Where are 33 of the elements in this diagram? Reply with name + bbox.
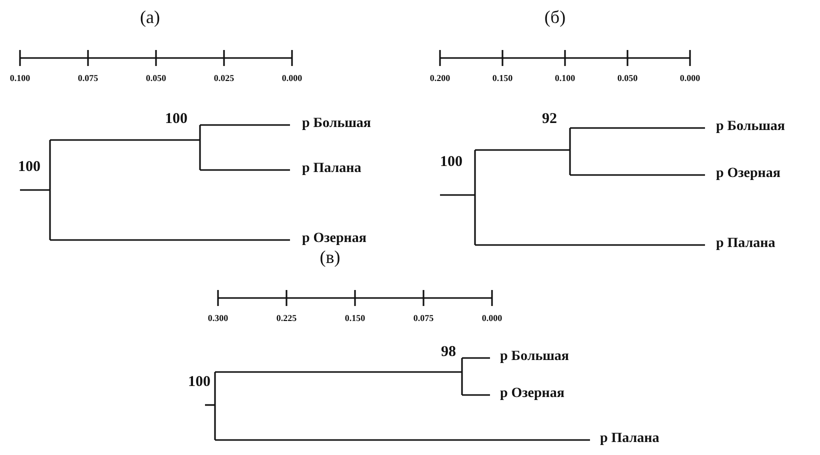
bootstrap-value: 98 — [441, 345, 456, 360]
bootstrap-value: 92 — [542, 112, 557, 127]
panel-label: (б) — [544, 8, 566, 26]
leaf-label: р Палана — [716, 237, 776, 251]
scale-tick-label: 0.100 — [10, 74, 30, 83]
leaf-label: р Озерная — [716, 167, 780, 181]
leaf-label: р Большая — [302, 117, 372, 131]
bootstrap-value: 100 — [188, 375, 210, 390]
panel-label: (в) — [320, 248, 340, 266]
scale-tick-label: 0.025 — [214, 74, 234, 83]
scale-tick-label: 0.075 — [78, 74, 98, 83]
scale-tick-label: 0.000 — [680, 74, 700, 83]
scale-tick-label: 0.000 — [282, 74, 302, 83]
scale-tick-label: 0.150 — [492, 74, 513, 83]
scale-tick-label: 0.150 — [344, 314, 366, 323]
scale-tick-label: 0.100 — [554, 74, 576, 83]
leaf-label: р Палана — [600, 432, 660, 446]
bootstrap-value: 100 — [440, 155, 462, 170]
panel-label: (а) — [140, 8, 160, 26]
leaf-label: р Большая — [500, 350, 570, 364]
scale-tick-label: 0.300 — [208, 314, 228, 323]
bootstrap-value: 100 — [165, 112, 188, 127]
scale-tick-label: 0.050 — [146, 74, 166, 83]
scale-tick-label: 0.050 — [617, 74, 638, 83]
scale-tick-label: 0.075 — [413, 314, 434, 323]
leaf-label: р Палана — [302, 162, 362, 176]
leaf-label: р Озерная — [500, 387, 564, 401]
leaf-label: р Большая — [716, 120, 786, 134]
scale-tick-label: 0.200 — [430, 74, 450, 83]
scale-tick-label: 0.225 — [276, 314, 297, 323]
scale-tick-label: 0.000 — [482, 314, 502, 323]
leaf-label: р Озерная — [302, 232, 366, 246]
bootstrap-value: 100 — [18, 160, 40, 175]
